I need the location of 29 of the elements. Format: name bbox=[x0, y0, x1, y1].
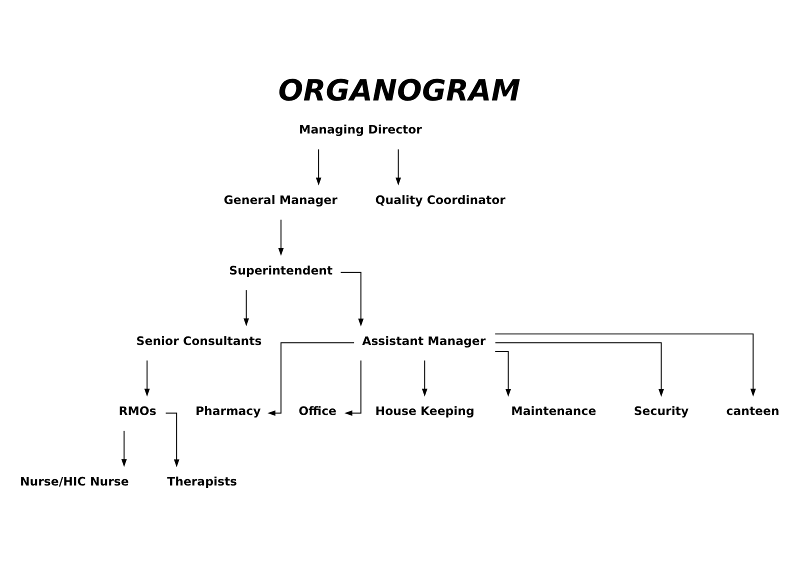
arrow bbox=[278, 218, 284, 256]
arrow bbox=[494, 342, 664, 396]
arrow bbox=[396, 148, 402, 185]
arrow bbox=[121, 430, 127, 466]
node-text: Pharmacy bbox=[195, 404, 261, 418]
arrow bbox=[268, 342, 355, 416]
node-text: Nurse/HIC Nurse bbox=[20, 474, 129, 488]
node-text: Assistant Manager bbox=[362, 333, 486, 348]
node-text: Maintenance bbox=[511, 404, 596, 418]
arrow bbox=[494, 350, 511, 396]
node-text: Office bbox=[298, 404, 337, 418]
arrow bbox=[494, 332, 756, 396]
arrow bbox=[244, 289, 250, 326]
node-text: canteen bbox=[726, 404, 780, 418]
diagram-title: ORGANOGRAM bbox=[278, 72, 520, 107]
node-text: Superintendent bbox=[229, 262, 333, 277]
arrow bbox=[340, 271, 364, 326]
node-text: Security bbox=[634, 404, 689, 418]
node-text: House Keeping bbox=[375, 404, 474, 418]
node-text: Therapists bbox=[167, 474, 238, 488]
node-text: Quality Coordinator bbox=[375, 192, 506, 207]
node-text: Managing Director bbox=[299, 122, 422, 136]
arrow bbox=[144, 360, 150, 396]
arrow bbox=[422, 360, 428, 396]
node-text: Senior Consultants bbox=[136, 333, 262, 348]
arrow bbox=[344, 360, 362, 416]
arrow bbox=[316, 148, 322, 185]
node-text: General Manager bbox=[224, 192, 338, 207]
node-text: RMOs bbox=[118, 404, 156, 418]
